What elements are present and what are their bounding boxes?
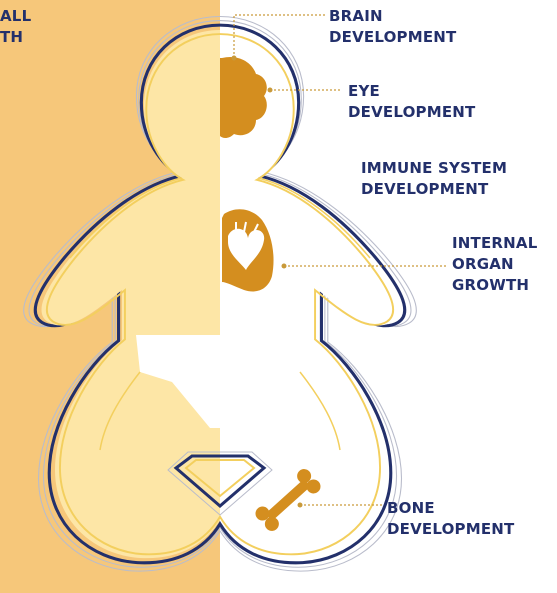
heart-vessels — [235, 221, 259, 233]
internal-label-line3: GROWTH — [452, 276, 530, 294]
left-label-line2: TH — [0, 28, 24, 46]
body-outline-gold — [45, 33, 395, 556]
diaper — [136, 335, 306, 428]
internal-label-line1: INTERNAL — [452, 234, 538, 252]
internal-organ-growth-label: INTERNAL ORGAN GROWTH — [452, 233, 537, 296]
internal-label-line2: ORGAN — [452, 255, 514, 273]
diaper-leg-line — [99, 371, 341, 451]
leader-dot-internal — [281, 263, 287, 269]
crotch-chevrons — [167, 451, 273, 516]
eye-development-label: EYE DEVELOPMENT — [348, 81, 475, 123]
bone-icon — [255, 469, 321, 531]
leader-brain — [233, 14, 326, 58]
outer-contour-lines — [23, 15, 417, 572]
left-label-line1: ALL — [0, 7, 32, 25]
brain-icon — [220, 56, 267, 138]
body-contour-outer-2 — [28, 20, 412, 568]
eye-label-line1: EYE — [348, 82, 380, 100]
leader-lines — [233, 14, 446, 506]
body-left-half — [41, 30, 220, 559]
immune-label-line2: DEVELOPMENT — [361, 180, 489, 198]
bone-label-line1: BONE — [387, 499, 435, 517]
heart-icon — [228, 228, 265, 270]
immune-system-development-label: IMMUNE SYSTEM DEVELOPMENT — [361, 158, 507, 200]
leader-dot-eye — [267, 87, 273, 93]
leader-dot-bone — [297, 502, 303, 508]
body-right-half — [220, 30, 399, 559]
immune-label-line1: IMMUNE SYSTEM — [361, 159, 508, 177]
leader-dot-brain — [231, 55, 237, 61]
bone-development-label: BONE DEVELOPMENT — [387, 498, 514, 540]
eye-label-line2: DEVELOPMENT — [348, 103, 476, 121]
brain-label-line1: BRAIN — [329, 7, 383, 25]
torso-outline — [69, 177, 371, 259]
leader-dots — [231, 55, 303, 508]
body-contour-outer-1 — [23, 15, 417, 572]
bone-label-line2: DEVELOPMENT — [387, 520, 515, 538]
brain-label-line2: DEVELOPMENT — [329, 28, 457, 46]
left-label: ALL TH — [0, 6, 31, 48]
body-outline-navy — [33, 23, 407, 565]
brain-development-label: BRAIN DEVELOPMENT — [329, 6, 456, 48]
